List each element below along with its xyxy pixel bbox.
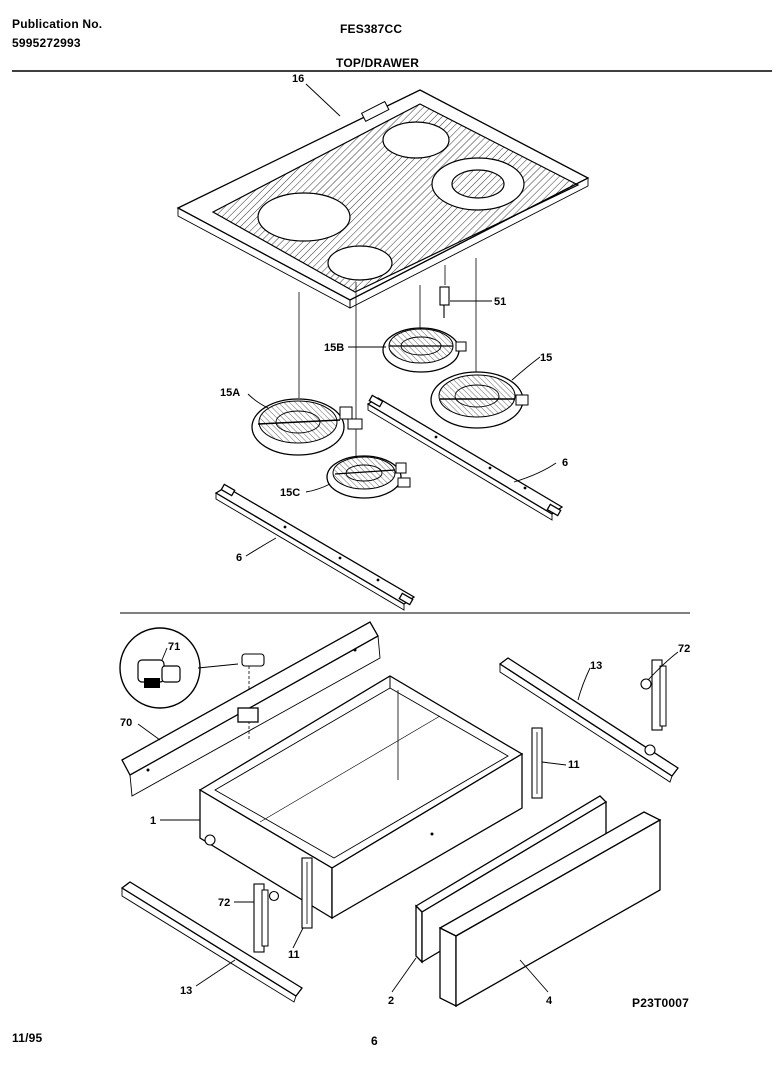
callout-15A: 15A <box>220 387 240 399</box>
callout-13-right: 13 <box>590 660 602 672</box>
callout-4: 4 <box>546 995 553 1007</box>
callout-72-left: 72 <box>218 897 230 909</box>
model-number: FES387CC <box>340 22 403 36</box>
drawer-roller-bracket-72-left <box>253 883 280 953</box>
surface-element-15 <box>430 371 529 429</box>
callout-15B: 15B <box>324 342 344 354</box>
callout-2: 2 <box>388 995 394 1007</box>
terminal-block-51 <box>439 286 450 318</box>
callout-71: 71 <box>168 641 180 653</box>
drawer-rail-13-right <box>498 657 679 783</box>
publication-number: 5995272993 <box>12 36 81 50</box>
callout-16: 16 <box>292 73 304 85</box>
element-support-bracket-left <box>214 483 416 611</box>
surface-element-15C <box>326 455 411 499</box>
callout-13-left: 13 <box>180 985 192 997</box>
burner-zone-large-left <box>257 192 351 242</box>
callout-15: 15 <box>540 352 552 364</box>
indicator-light-window <box>360 100 390 123</box>
callout-leaders <box>137 83 679 993</box>
drawer-body-1 <box>198 675 524 920</box>
cooktop-glass-top <box>176 89 590 309</box>
drawer-glide-11-left <box>301 857 313 929</box>
surface-element-15A <box>251 398 363 456</box>
callout-15C: 15C <box>280 487 300 499</box>
drawer-rear-rail-70 <box>121 621 381 797</box>
callout-51: 51 <box>494 296 506 308</box>
callout-11-right: 11 <box>568 759 580 771</box>
footer-page-number: 6 <box>371 1034 378 1048</box>
footer-date: 11/95 <box>12 1031 43 1045</box>
drawer-rail-13-left <box>120 881 303 1003</box>
publication-label: Publication No. <box>12 17 103 31</box>
drawer-roller-bracket-72-right <box>640 659 667 731</box>
callout-11-left: 11 <box>288 949 300 961</box>
callout-70: 70 <box>120 717 132 729</box>
drawer-glide-11-right <box>531 727 543 799</box>
callout-1: 1 <box>150 815 156 827</box>
callout-6-lower: 6 <box>236 552 242 564</box>
alignment-lines <box>298 258 477 460</box>
drawer-front-panel-4 <box>438 811 662 1008</box>
burner-zone-front <box>327 245 393 281</box>
callout-6-upper: 6 <box>562 457 568 469</box>
drawer-stop-detail-71 <box>119 627 239 709</box>
section-title: TOP/DRAWER <box>336 56 420 70</box>
burner-zone-rear-center <box>382 121 450 159</box>
callout-72-right: 72 <box>678 643 690 655</box>
element-support-bracket-right <box>366 394 564 521</box>
surface-element-15B <box>382 327 467 373</box>
diagram-code: P23T0007 <box>632 996 689 1010</box>
